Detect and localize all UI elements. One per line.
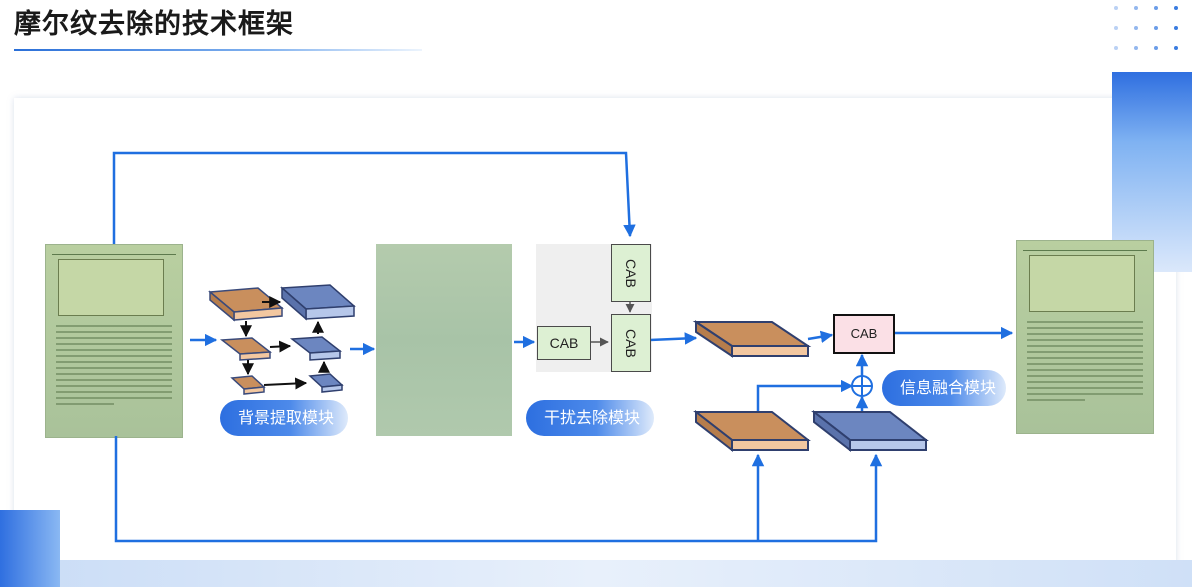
background-extraction-label: 背景提取模块 xyxy=(220,400,348,436)
info-fusion-label: 信息融合模块 xyxy=(882,370,1006,406)
dot-grid-decor xyxy=(1114,6,1180,54)
bottom-decor-band xyxy=(0,560,1192,587)
interference-removal-label: 干扰去除模块 xyxy=(526,400,654,436)
cab-block-2: CAB xyxy=(611,244,651,302)
cab-block-1: CAB xyxy=(537,326,591,360)
extracted-background-image xyxy=(376,244,512,436)
page-title: 摩尔纹去除的技术框架 xyxy=(14,9,294,40)
bottom-left-decor xyxy=(0,510,60,587)
title-underline xyxy=(14,49,422,51)
cab-block-3: CAB xyxy=(611,314,651,372)
output-clean-image xyxy=(1016,240,1154,434)
input-moire-image xyxy=(45,244,183,438)
cab-block-fusion: CAB xyxy=(833,314,895,354)
top-right-decor xyxy=(1112,72,1192,272)
